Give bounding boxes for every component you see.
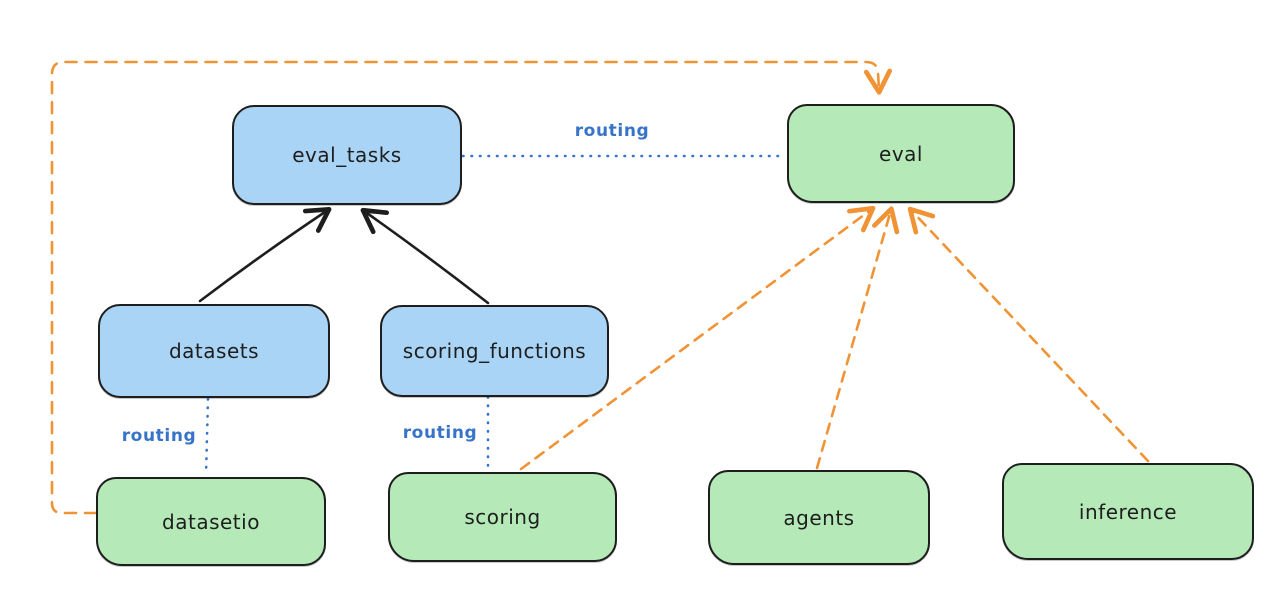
edge-datasets-to-datasetio [204,397,210,477]
node-agents-label: agents [783,505,855,530]
node-eval-label: eval [879,141,923,166]
edge-inference-to-eval [907,206,1150,463]
node-scoring-functions-label: scoring_functions [402,339,587,363]
edge-label-routing-scoring-functions-to-scoring: routing [402,423,478,443]
edge-label-routing-eval-tasks-to-eval: routing [574,121,650,141]
edge-datasetio-to-eval [50,60,892,515]
node-eval-tasks-label: eval_tasks [292,143,402,167]
node-scoring: scoring [388,472,617,562]
node-datasets: datasets [98,304,330,398]
node-eval: eval [787,104,1015,203]
node-scoring-functions: scoring_functions [380,305,609,397]
edge-datasets-to-eval-tasks [198,206,332,303]
node-scoring-label: scoring [464,505,541,529]
node-inference-label: inference [1078,499,1178,524]
node-datasetio: datasetio [96,477,326,566]
node-datasets-label: datasets [168,339,260,363]
edge-label-routing-datasets-to-datasetio: routing [121,426,197,446]
node-eval-tasks: eval_tasks [232,105,462,205]
node-inference: inference [1002,463,1254,560]
node-datasetio-label: datasetio [162,509,260,534]
edge-scoring-functions-to-eval-tasks [360,207,490,305]
edge-scoring-to-eval [519,205,876,471]
edge-agents-to-eval [815,206,900,470]
node-agents: agents [708,470,930,565]
